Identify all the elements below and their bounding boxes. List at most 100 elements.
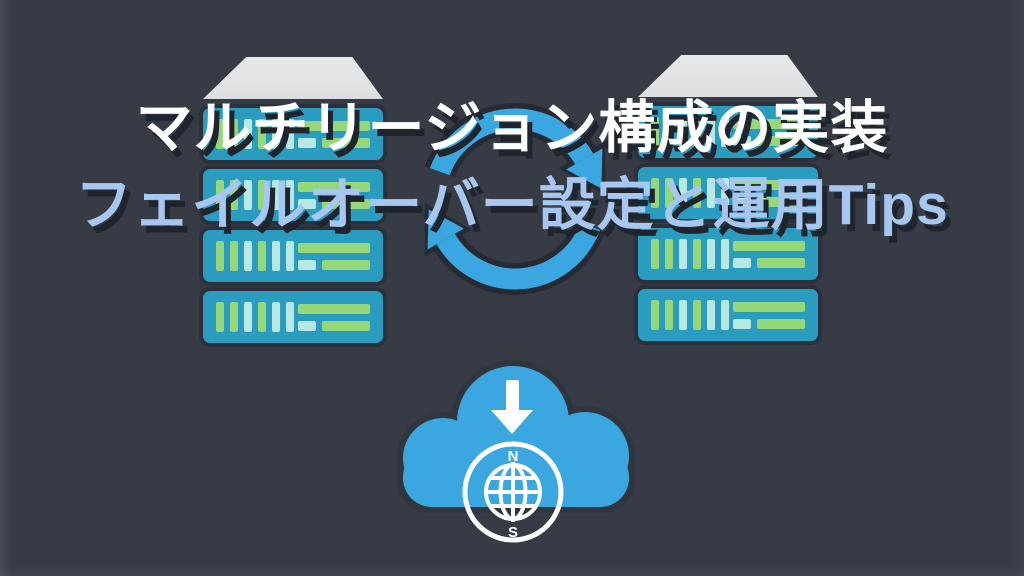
rack-hbars <box>733 179 805 207</box>
server-rack-lid <box>638 55 818 97</box>
led-bar <box>230 241 238 271</box>
led-bar <box>693 239 701 269</box>
led-bar <box>721 239 729 269</box>
led-bar <box>707 239 715 269</box>
status-bar-row <box>298 320 370 331</box>
rack-hbars <box>298 120 370 148</box>
server-rack-left <box>203 57 383 343</box>
title-line-2: フェイルオーバー設定と運用Tips <box>75 173 949 237</box>
led-bar <box>693 117 701 147</box>
status-bar <box>322 137 370 148</box>
led-bar <box>707 178 715 208</box>
status-bar <box>757 135 805 146</box>
led-bar <box>216 302 224 332</box>
led-bar <box>693 300 701 330</box>
status-bar <box>733 318 751 329</box>
status-bar <box>298 120 370 131</box>
led-bar <box>651 239 659 269</box>
status-bar-row <box>298 137 370 148</box>
globe-icon <box>484 462 542 522</box>
compass-ring <box>462 441 564 543</box>
led-bar <box>272 302 280 332</box>
cloud-icon: N S <box>397 360 635 543</box>
led-bar <box>286 180 294 210</box>
status-bar-row <box>733 196 805 207</box>
led-bar <box>286 302 294 332</box>
status-bar-row <box>298 242 370 253</box>
rack-hbars <box>298 303 370 331</box>
status-bar-row <box>733 257 805 268</box>
led-bar <box>244 119 252 149</box>
server-rack-unit <box>203 108 383 160</box>
server-rack-unit <box>638 228 818 280</box>
led-bar <box>679 239 687 269</box>
status-bar-row <box>298 303 370 314</box>
led-bar <box>651 117 659 147</box>
rack-vbars <box>651 178 729 208</box>
status-bar <box>322 259 370 270</box>
rack-vbars <box>216 302 294 332</box>
led-bar <box>216 241 224 271</box>
led-bar <box>665 178 673 208</box>
led-bar <box>230 180 238 210</box>
status-bar-row <box>298 120 370 131</box>
led-bar <box>707 117 715 147</box>
led-bar <box>216 180 224 210</box>
led-bar <box>244 241 252 271</box>
sync-icon <box>424 103 606 295</box>
led-bar <box>272 119 280 149</box>
status-bar <box>298 320 316 331</box>
led-bar <box>230 119 238 149</box>
status-bar <box>733 196 751 207</box>
status-bar <box>733 135 751 146</box>
led-bar <box>721 117 729 147</box>
server-rack-unit <box>638 106 818 158</box>
rack-vbars <box>651 300 729 330</box>
rack-hbars <box>298 181 370 209</box>
led-bar <box>258 180 266 210</box>
status-bar-row <box>733 179 805 190</box>
led-bar <box>244 180 252 210</box>
led-bar <box>244 302 252 332</box>
led-bar <box>693 178 701 208</box>
status-bar <box>298 259 316 270</box>
status-bar-row <box>733 318 805 329</box>
status-bar <box>298 242 370 253</box>
rack-vbars <box>651 239 729 269</box>
led-bar <box>665 117 673 147</box>
status-bar <box>322 320 370 331</box>
led-bar <box>258 241 266 271</box>
server-rack-unit <box>638 167 818 219</box>
led-bar <box>707 300 715 330</box>
status-bar-row <box>733 135 805 146</box>
status-bar-row <box>298 198 370 209</box>
status-bar-row <box>733 301 805 312</box>
server-rack-unit <box>203 169 383 221</box>
status-bar-row <box>298 259 370 270</box>
led-bar <box>272 241 280 271</box>
led-bar <box>679 300 687 330</box>
led-bar <box>721 300 729 330</box>
rack-vbars <box>216 180 294 210</box>
led-bar <box>721 178 729 208</box>
led-bar <box>679 117 687 147</box>
status-bar <box>298 137 316 148</box>
status-bar <box>298 181 370 192</box>
led-bar <box>258 119 266 149</box>
status-bar <box>757 196 805 207</box>
compass-north-label: N <box>508 448 519 465</box>
server-rack-unit <box>203 230 383 282</box>
led-bar <box>272 180 280 210</box>
rack-hbars <box>733 240 805 268</box>
rack-vbars <box>216 119 294 149</box>
server-rack-unit <box>203 291 383 343</box>
status-bar-row <box>298 181 370 192</box>
rack-hbars <box>733 301 805 329</box>
led-bar <box>679 178 687 208</box>
server-rack-lid <box>203 57 383 99</box>
led-bar <box>651 300 659 330</box>
status-bar <box>322 198 370 209</box>
status-bar <box>733 301 805 312</box>
rack-hbars <box>733 118 805 146</box>
